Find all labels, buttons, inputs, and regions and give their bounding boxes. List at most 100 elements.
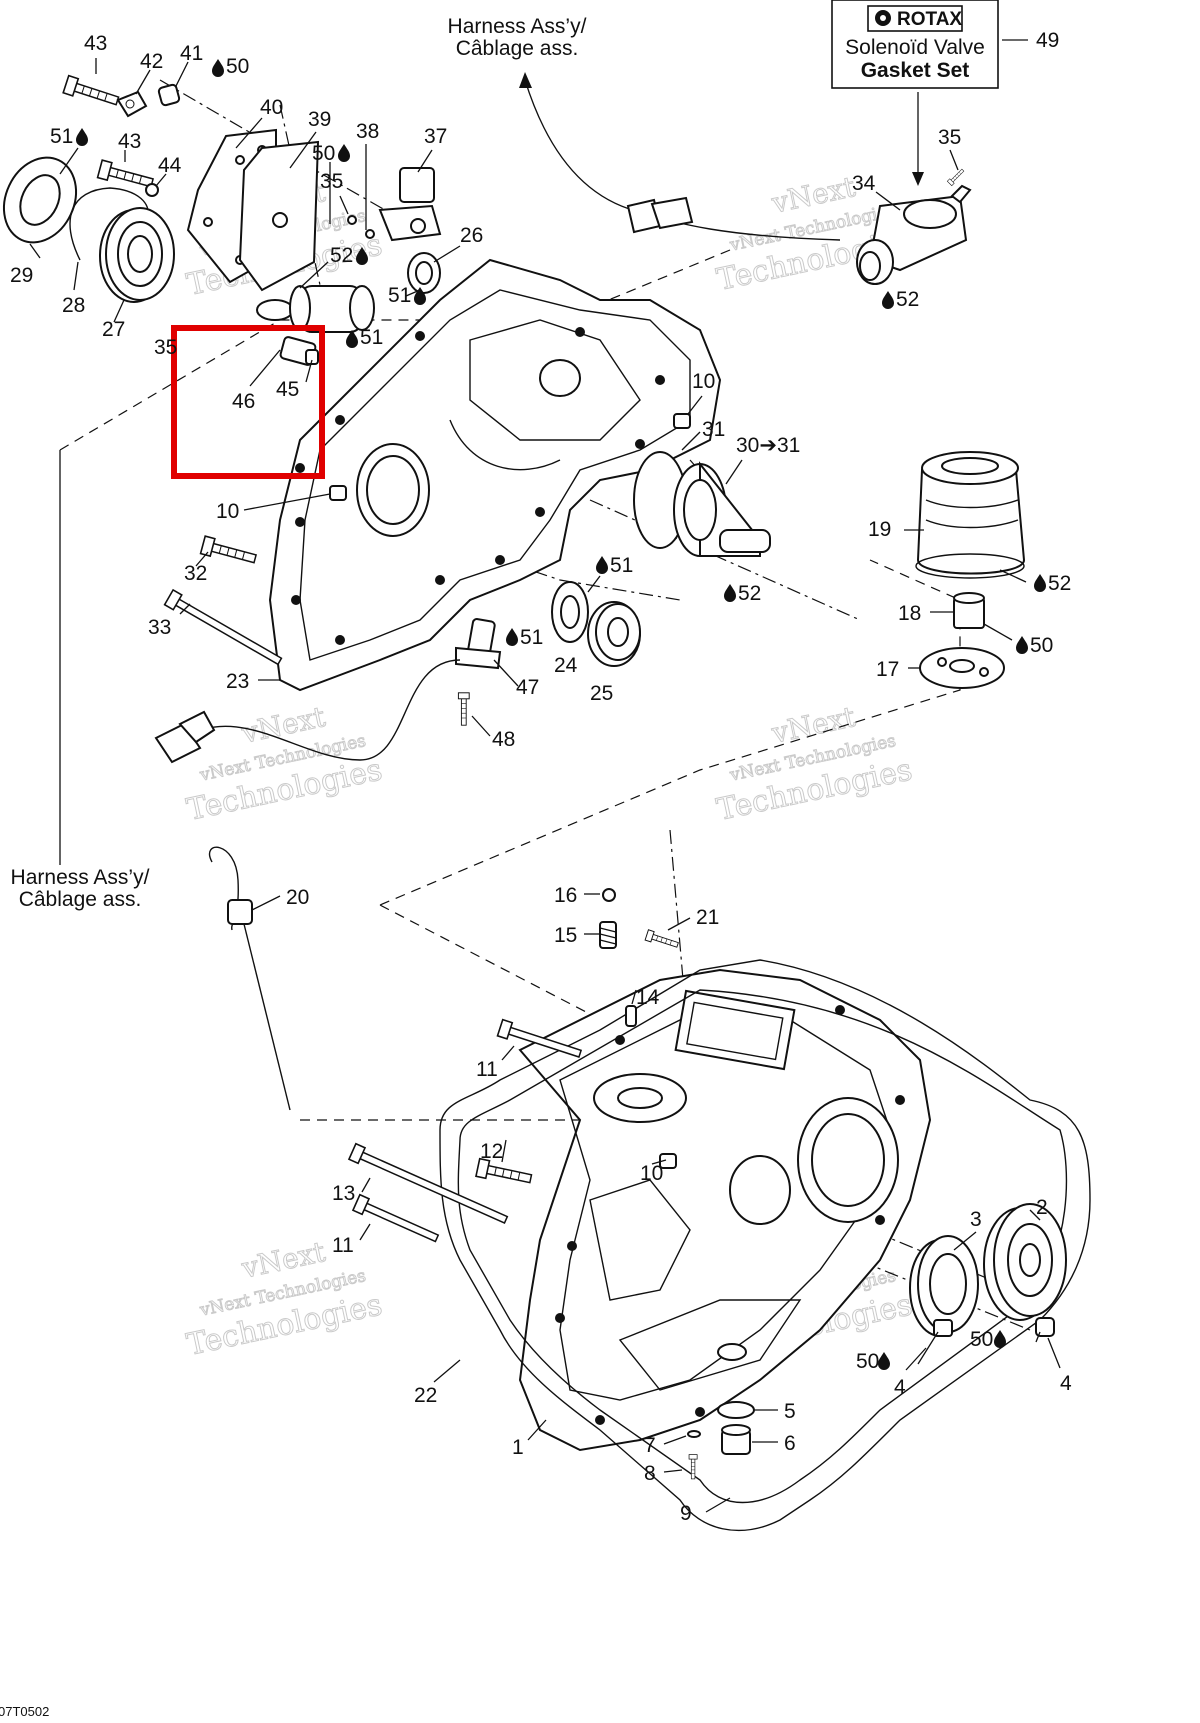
bolt-32 <box>199 535 259 569</box>
orings-38 <box>347 215 375 239</box>
washer-7 <box>687 1430 701 1438</box>
callout-43-top: 43 <box>84 32 107 55</box>
callout-51-left: 51 <box>50 125 73 148</box>
callout-10-b: 10 <box>692 370 715 393</box>
oil-drop-icon <box>212 59 224 77</box>
callout-33: 33 <box>148 616 171 639</box>
callout-39: 39 <box>308 108 331 131</box>
callout-22: 22 <box>414 1384 437 1407</box>
fitting-18 <box>953 592 985 629</box>
callout-15: 15 <box>554 924 577 947</box>
washer-44 <box>145 183 159 197</box>
bolt-11-upper <box>496 1018 583 1058</box>
callout-52-shaft: 52 <box>738 582 761 605</box>
leader-lines <box>29 58 1061 1513</box>
callout-4-b: 4 <box>1060 1372 1072 1395</box>
callout-46: 46 <box>232 390 255 413</box>
callout-51-sensor: 51 <box>520 626 543 649</box>
bracket-42 <box>116 90 148 118</box>
callout-11-upper: 11 <box>476 1058 498 1081</box>
seal-29 <box>3 156 77 244</box>
bolt-4-b <box>1035 1317 1055 1337</box>
spring-15 <box>599 921 617 949</box>
dowel-10-b <box>673 413 691 429</box>
bolt-35-right <box>947 167 966 186</box>
callout-28: 28 <box>62 294 85 317</box>
bolt-11-lower <box>351 1193 440 1243</box>
callout-20: 20 <box>286 886 309 909</box>
callout-1: 1 <box>512 1436 524 1459</box>
svg-text:Harness Ass’y/: Harness Ass’y/ <box>448 15 587 38</box>
shaft-30-31 <box>633 451 771 557</box>
callout-13: 13 <box>332 1182 355 1205</box>
callout-5: 5 <box>784 1400 796 1423</box>
callout-27: 27 <box>102 318 125 341</box>
wire-harness <box>154 196 841 764</box>
callout-11-lower: 11 <box>332 1234 354 1257</box>
plate-17 <box>919 647 1005 689</box>
callout-48: 48 <box>492 728 515 751</box>
callout-24: 24 <box>554 654 578 677</box>
callout-16: 16 <box>554 884 577 907</box>
callout-31: 31 <box>702 418 725 441</box>
callout-19: 19 <box>868 518 891 541</box>
callout-35-right: 35 <box>938 126 961 149</box>
bolt-33 <box>163 588 283 666</box>
oil-drop-icon <box>882 291 894 309</box>
bearing-25 <box>587 601 641 667</box>
bearing-2 <box>983 1203 1067 1321</box>
callout-17: 17 <box>876 658 899 681</box>
rotax-kit-box: ROTAX Solenoïd Valve Gasket Set 49 <box>831 0 1059 186</box>
callout-40: 40 <box>260 96 283 119</box>
callout-50-bolt-a: 50 <box>856 1350 879 1373</box>
bearing-27 <box>99 207 175 303</box>
fitting-45-46 <box>279 336 319 366</box>
oil-drop-icon <box>1034 574 1046 592</box>
callout-8: 8 <box>644 1462 656 1485</box>
gasket-22 <box>439 959 1091 1532</box>
callout-23: 23 <box>226 670 249 693</box>
callout-52-right: 52 <box>896 288 919 311</box>
figure-reference: 07T0502 <box>0 1704 49 1719</box>
oil-drop-icon <box>1016 636 1028 654</box>
svg-text:Câblage ass.: Câblage ass. <box>19 888 142 911</box>
bolt-48 <box>457 692 470 726</box>
sensor-37 <box>378 167 442 242</box>
gasket-39 <box>238 140 320 292</box>
pin-14 <box>625 1005 637 1027</box>
callout-50-fitting: 50 <box>1030 634 1053 657</box>
kit-subtitle: Gasket Set <box>861 59 970 82</box>
callout-2: 2 <box>1036 1196 1048 1219</box>
callout-45: 45 <box>276 378 299 401</box>
plug-41 <box>157 83 181 107</box>
solenoid-valve-34 <box>856 184 972 285</box>
callout-51-cover: 51 <box>360 326 383 349</box>
kit-title: Solenoïd Valve <box>845 36 985 59</box>
dowel-10-c <box>659 1153 677 1169</box>
callout-10-a: 10 <box>216 500 239 523</box>
bolt-4-a <box>933 1319 953 1337</box>
bolt-43-top <box>62 74 121 111</box>
callout-34: 34 <box>852 172 876 195</box>
callout-25: 25 <box>590 682 613 705</box>
callout-51-seal: 51 <box>388 284 411 307</box>
callout-3: 3 <box>970 1208 982 1231</box>
harness-label-top: Harness Ass’y/ Câblage ass. <box>448 15 641 213</box>
oil-drop-icon <box>994 1330 1006 1348</box>
callout-51-bearing: 51 <box>610 554 633 577</box>
callout-52-left: 52 <box>330 244 353 267</box>
oil-drop-icon <box>878 1352 890 1370</box>
oring-5 <box>717 1401 755 1419</box>
callout-42: 42 <box>140 50 163 73</box>
callout-4-a: 4 <box>894 1376 906 1399</box>
callout-43-mid: 43 <box>118 130 141 153</box>
solenoid-valve-left <box>256 285 375 333</box>
bolt-13 <box>347 1142 509 1225</box>
oil-drop-icon <box>338 144 350 162</box>
dipstick-20 <box>209 846 291 1111</box>
callout-50-bolt-b: 50 <box>970 1328 993 1351</box>
rotax-logo-text: ROTAX <box>897 9 962 30</box>
callout-10-c: 10 <box>640 1162 663 1185</box>
oil-drop-icon <box>596 556 608 574</box>
svg-text:Harness Ass’y/: Harness Ass’y/ <box>11 866 150 889</box>
